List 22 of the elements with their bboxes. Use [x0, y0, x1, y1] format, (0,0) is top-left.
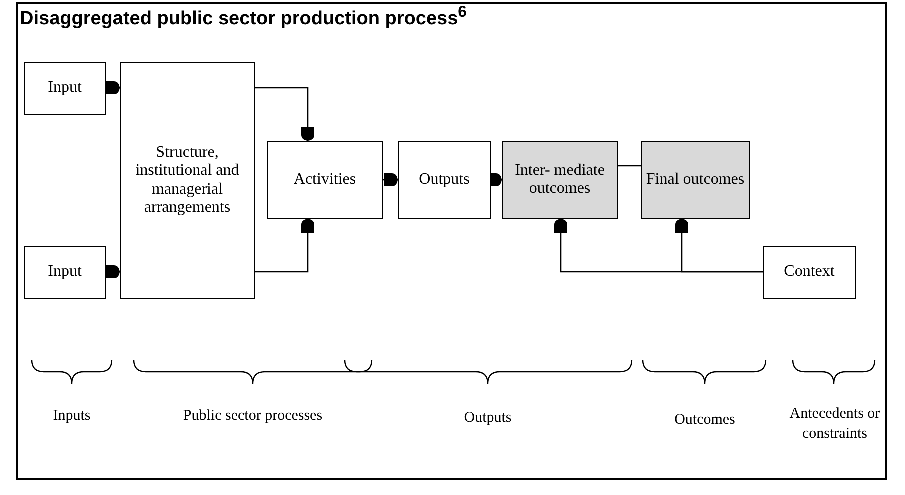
stage-label: Outputs — [463, 409, 513, 428]
outcome-box — [641, 141, 750, 219]
process-box — [398, 141, 491, 219]
node-text: Outputs — [419, 170, 470, 190]
process-box — [267, 141, 383, 219]
stage-label: Inputs — [52, 407, 92, 426]
stage-label: Public sector processes — [182, 407, 324, 426]
node-text: Context — [784, 263, 835, 282]
node-text: Final outcomes — [646, 170, 745, 190]
outcome-box — [502, 141, 618, 219]
node-text: Structure, institutional and managerial arrangements — [134, 144, 240, 218]
input-box — [24, 246, 106, 299]
node-text: Inter- mediate outcomes — [514, 162, 606, 198]
node-text: Input — [48, 79, 82, 98]
input-box — [24, 62, 106, 115]
node-text: Activities — [294, 170, 356, 190]
node-text: Input — [48, 263, 82, 282]
process-box — [120, 62, 255, 299]
stage-label: Outcomes — [674, 411, 736, 430]
context-box — [763, 246, 856, 299]
diagram-title: Disaggregated public sector production process$^{6}$ — [20, 4, 467, 30]
stage-label: Antecedents or constraints — [788, 405, 882, 444]
